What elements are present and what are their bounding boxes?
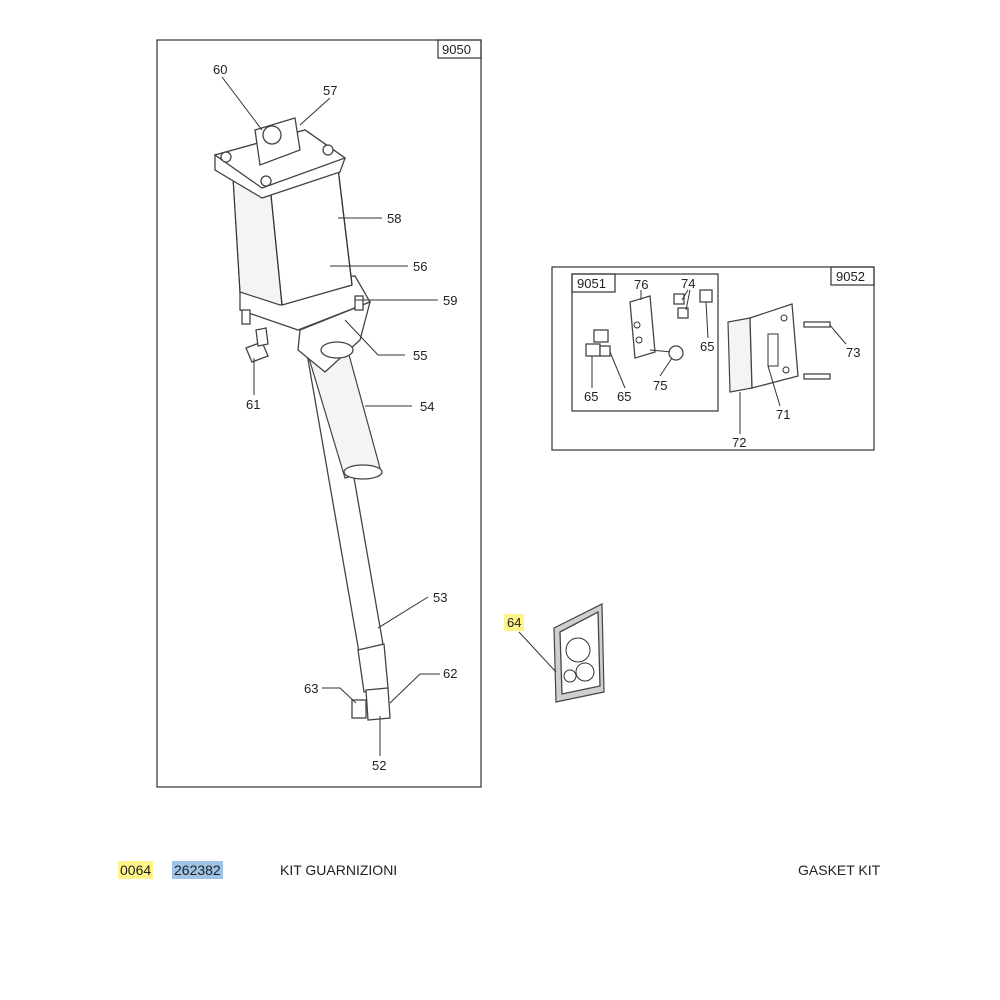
callout-63: 63	[304, 681, 318, 696]
box-id-9051: 9051	[577, 276, 606, 291]
callout-65-middle: 65	[617, 389, 631, 404]
box-id-9050: 9050	[442, 42, 471, 57]
callout-55: 55	[413, 348, 427, 363]
callout-74: 74	[681, 276, 695, 291]
cylinder-assembly-drawing	[213, 117, 391, 721]
callout-71: 71	[776, 407, 790, 422]
assembly-box-9052: 9052	[551, 266, 875, 451]
callout-56: 56	[413, 259, 427, 274]
callout-65-right: 65	[700, 339, 714, 354]
description-italian: KIT GUARNIZIONI	[280, 862, 398, 878]
callout-60: 60	[213, 62, 227, 77]
assembly-box-9051: 9051	[571, 273, 719, 412]
leader-lines-right	[591, 289, 847, 434]
callout-52: 52	[372, 758, 386, 773]
row-position: 0064	[118, 860, 154, 880]
row-code: 262382	[172, 860, 223, 880]
callout-72: 72	[732, 435, 746, 450]
callout-54: 54	[420, 399, 434, 414]
callout-64-highlight	[504, 614, 524, 631]
position-number: 0064	[118, 861, 154, 879]
callout-75: 75	[653, 378, 667, 393]
callout-64: 64	[507, 615, 521, 630]
leader-lines-main	[221, 76, 440, 756]
callout-62: 62	[443, 666, 457, 681]
bracket-drawing	[727, 303, 831, 393]
callout-73: 73	[846, 345, 860, 360]
valve-block-drawing	[585, 289, 713, 361]
callout-58: 58	[387, 211, 401, 226]
callout-65-left: 65	[584, 389, 598, 404]
part-code: 262382	[172, 861, 223, 879]
callout-53: 53	[433, 590, 447, 605]
callout-59: 59	[443, 293, 457, 308]
description-english: GASKET KIT	[798, 862, 881, 878]
callout-57: 57	[323, 83, 337, 98]
assembly-box-9050: 9050	[156, 39, 482, 788]
box-id-9052: 9052	[836, 269, 865, 284]
callout-76: 76	[634, 277, 648, 292]
gasket-kit-drawing	[504, 603, 605, 703]
callout-61: 61	[246, 397, 260, 412]
